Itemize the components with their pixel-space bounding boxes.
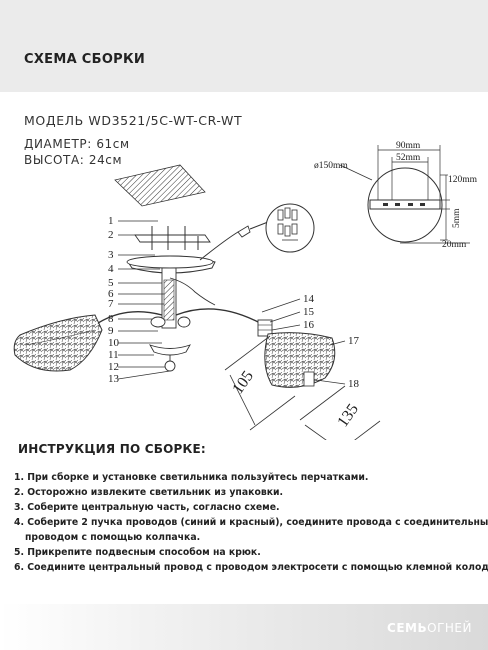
model-label: МОДЕЛЬ WD3521/5C-WT-CR-WT bbox=[24, 113, 243, 128]
part-label-5: 5 bbox=[108, 277, 114, 289]
bracket-dim-20: 20mm bbox=[442, 240, 467, 250]
part-label-3: 3 bbox=[108, 249, 114, 261]
part-label-14: 14 bbox=[303, 293, 315, 305]
instruction-step: 6. Соедините центральный провод с провод… bbox=[14, 562, 488, 573]
bracket-dim-90: 90mm bbox=[396, 141, 421, 151]
part-label-1: 1 bbox=[108, 215, 114, 227]
part-label-9: 9 bbox=[108, 325, 114, 337]
left-shade bbox=[13, 314, 103, 372]
header-bar: СХЕМА СБОРКИ bbox=[0, 0, 488, 92]
socket bbox=[257, 319, 273, 337]
bottom-cup bbox=[149, 344, 191, 356]
instruction-step: 4. Соберите 2 пучка проводов (синий и кр… bbox=[14, 517, 488, 543]
finial bbox=[164, 360, 176, 372]
bracket-dim-52: 52mm bbox=[396, 153, 421, 163]
instruction-step: 3. Соберите центральную часть, согласно … bbox=[14, 502, 280, 513]
assembly-diagram: 1 2 3 4 5 6 7 8 9 10 11 12 13 14 15 16 1… bbox=[13, 141, 478, 440]
instructions-title: ИНСТРУКЦИЯ ПО СБОРКЕ: bbox=[18, 442, 206, 456]
brand-footer: СЕМЬОГНЕЙ bbox=[0, 604, 488, 650]
instruction-step: 2. Осторожно извлеките светильник из упа… bbox=[14, 487, 284, 498]
part-label-4: 4 bbox=[108, 263, 114, 275]
page-title: СХЕМА СБОРКИ bbox=[24, 52, 146, 67]
diameter-label: ДИАМЕТР: 61см bbox=[24, 137, 130, 151]
height-label: ВЫСОТА: 24см bbox=[24, 153, 123, 167]
part-label-6: 6 bbox=[108, 288, 114, 300]
arm-left bbox=[94, 310, 163, 326]
part-label-12: 12 bbox=[108, 361, 119, 373]
instruction-step: 5. Прикрепите подвесным способом на крюк… bbox=[14, 547, 261, 558]
shade-height-dim: 105 bbox=[229, 368, 257, 397]
bracket-bar bbox=[369, 199, 441, 210]
arm-right bbox=[175, 308, 259, 323]
part-label-18: 18 bbox=[348, 378, 360, 390]
bracket-dim-150: ø150mm bbox=[314, 161, 348, 171]
right-shade bbox=[264, 332, 336, 388]
part-label-15: 15 bbox=[303, 306, 315, 318]
part-label-16: 16 bbox=[303, 319, 315, 331]
part-label-11: 11 bbox=[108, 349, 119, 361]
bracket-dim-5: 5mm bbox=[452, 208, 462, 228]
instructions-list: 1. При сборке и установке светильника по… bbox=[14, 470, 488, 575]
instruction-step: 1. При сборке и установке светильника по… bbox=[14, 472, 369, 483]
part-label-17: 17 bbox=[348, 335, 360, 347]
part-label-7: 7 bbox=[108, 298, 114, 310]
part-label-10: 10 bbox=[108, 337, 120, 349]
part-label-8: 8 bbox=[108, 313, 114, 325]
brand-logo: СЕМЬОГНЕЙ bbox=[387, 621, 472, 635]
shade-width-dim: 135 bbox=[334, 401, 362, 430]
part-label-13: 13 bbox=[108, 373, 120, 385]
bracket-dim-120: 120mm bbox=[448, 175, 478, 185]
part-label-2: 2 bbox=[108, 229, 114, 241]
mounting-bar bbox=[134, 234, 211, 243]
ceiling-plate-drawing bbox=[114, 164, 206, 207]
